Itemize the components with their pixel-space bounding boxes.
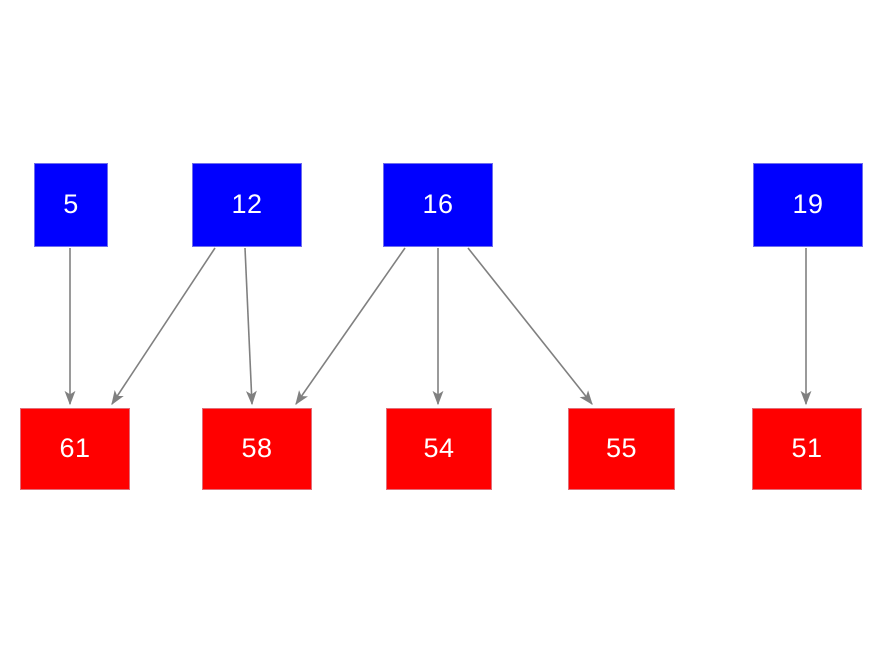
edge-16-to-55 [467,247,593,406]
node-label: 16 [422,188,454,219]
node-label: 58 [241,432,273,463]
target-node-58[interactable]: 58 [202,408,312,490]
target-node-55[interactable]: 55 [568,408,675,490]
target-node-51[interactable]: 51 [752,408,862,490]
target-node-61[interactable]: 61 [20,408,130,490]
edge-12-to-58 [244,247,257,406]
node-label: 54 [423,432,455,463]
node-label: 5 [63,188,79,219]
source-node-16[interactable]: 16 [383,163,493,247]
edge-12-to-61 [111,247,216,406]
source-node-19[interactable]: 19 [753,163,863,247]
node-label: 51 [791,432,823,463]
node-label: 61 [59,432,91,463]
node-label: 55 [605,432,638,463]
edge-16-to-58 [295,247,406,406]
edge-group [64,247,812,406]
source-node-12[interactable]: 12 [192,163,302,247]
node-label: 12 [231,188,263,219]
target-node-54[interactable]: 54 [386,408,492,490]
source-node-5[interactable]: 5 [34,163,108,247]
node-label: 19 [792,188,824,219]
